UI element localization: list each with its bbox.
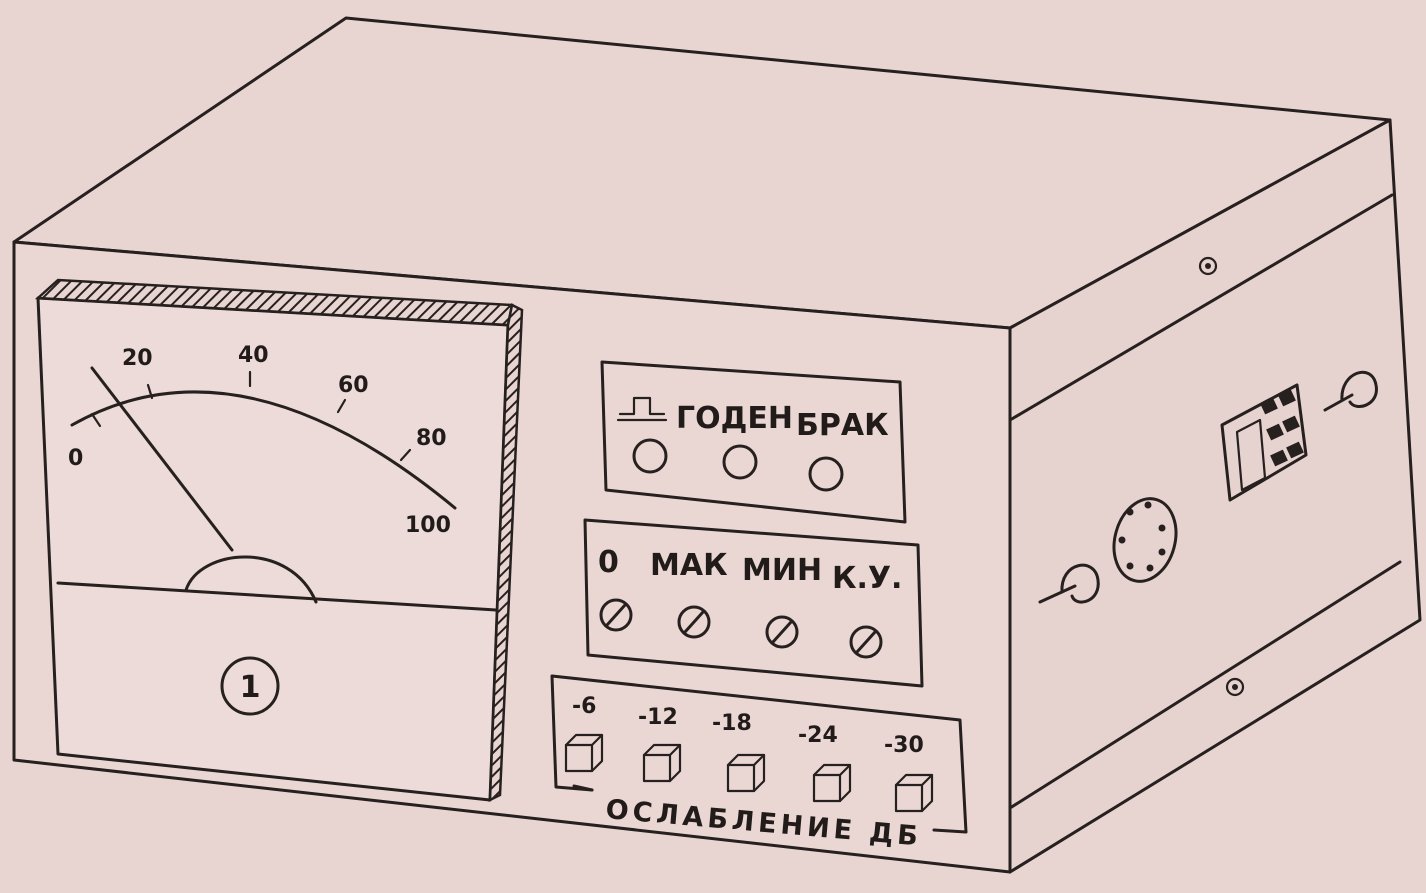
screw-icon <box>1225 677 1245 697</box>
meter-pointer <box>90 366 234 552</box>
attenuation-button-icon[interactable] <box>564 733 604 773</box>
rectangular-socket-icon[interactable] <box>1220 383 1308 502</box>
adjuster-panel: 0 МАК МИН К.У. <box>583 518 924 688</box>
round-connector-icon[interactable] <box>1105 492 1185 589</box>
screw-icon <box>1198 256 1218 276</box>
cable-entry-icon <box>1323 370 1378 412</box>
trim-screw-icon[interactable] <box>849 625 883 659</box>
attenuation-step-label: -30 <box>884 733 924 758</box>
attenuation-button-icon[interactable] <box>726 753 766 793</box>
indicator-lamp-reject <box>808 456 844 492</box>
trim-screw-icon[interactable] <box>765 615 799 649</box>
meter: 0 20 40 60 80 100 1 <box>34 278 524 803</box>
indicator-lamp-good <box>722 444 758 480</box>
attenuation-button-icon[interactable] <box>642 743 682 783</box>
attenuation-step-label: -24 <box>798 723 838 748</box>
meter-bezel-side <box>488 303 524 803</box>
meter-face <box>36 296 510 802</box>
side-rail-bottom <box>1008 560 1402 810</box>
attenuation-step-label: -6 <box>572 694 596 719</box>
meter-scale-label: 0 <box>68 446 83 471</box>
meter-index-label: 1 <box>240 670 261 705</box>
cabinet-side-panel <box>1008 118 1422 874</box>
pulse-icon <box>616 396 668 422</box>
adjuster-label-gain: К.У. <box>832 561 902 596</box>
adjuster-label-max: МАК <box>650 548 728 583</box>
indicator-label-good: ГОДЕН <box>676 401 793 436</box>
attenuation-step-label: -12 <box>638 705 678 730</box>
meter-pivot-cover <box>184 555 318 604</box>
meter-divider <box>56 581 498 612</box>
meter-scale-label: 40 <box>238 343 269 368</box>
indicator-panel: ГОДЕН БРАК <box>600 360 907 524</box>
trim-screw-icon[interactable] <box>599 598 633 632</box>
meter-scale-label: 20 <box>122 346 153 371</box>
meter-scale-label: 100 <box>405 513 451 538</box>
adjuster-label-min: МИН <box>742 553 822 588</box>
cable-entry-icon <box>1038 563 1100 604</box>
meter-scale-label: 80 <box>416 426 447 451</box>
indicator-label-reject: БРАК <box>796 408 889 443</box>
side-rail-top <box>1008 193 1394 422</box>
indicator-lamp <box>632 438 668 474</box>
attenuation-step-label: -18 <box>712 711 752 736</box>
meter-scale-label: 60 <box>338 373 369 398</box>
trim-screw-icon[interactable] <box>677 605 711 639</box>
attenuation-button-icon[interactable] <box>812 763 852 803</box>
meter-index-circle <box>220 656 280 716</box>
adjuster-label-zero: 0 <box>598 545 619 580</box>
attenuation-button-icon[interactable] <box>894 773 934 813</box>
